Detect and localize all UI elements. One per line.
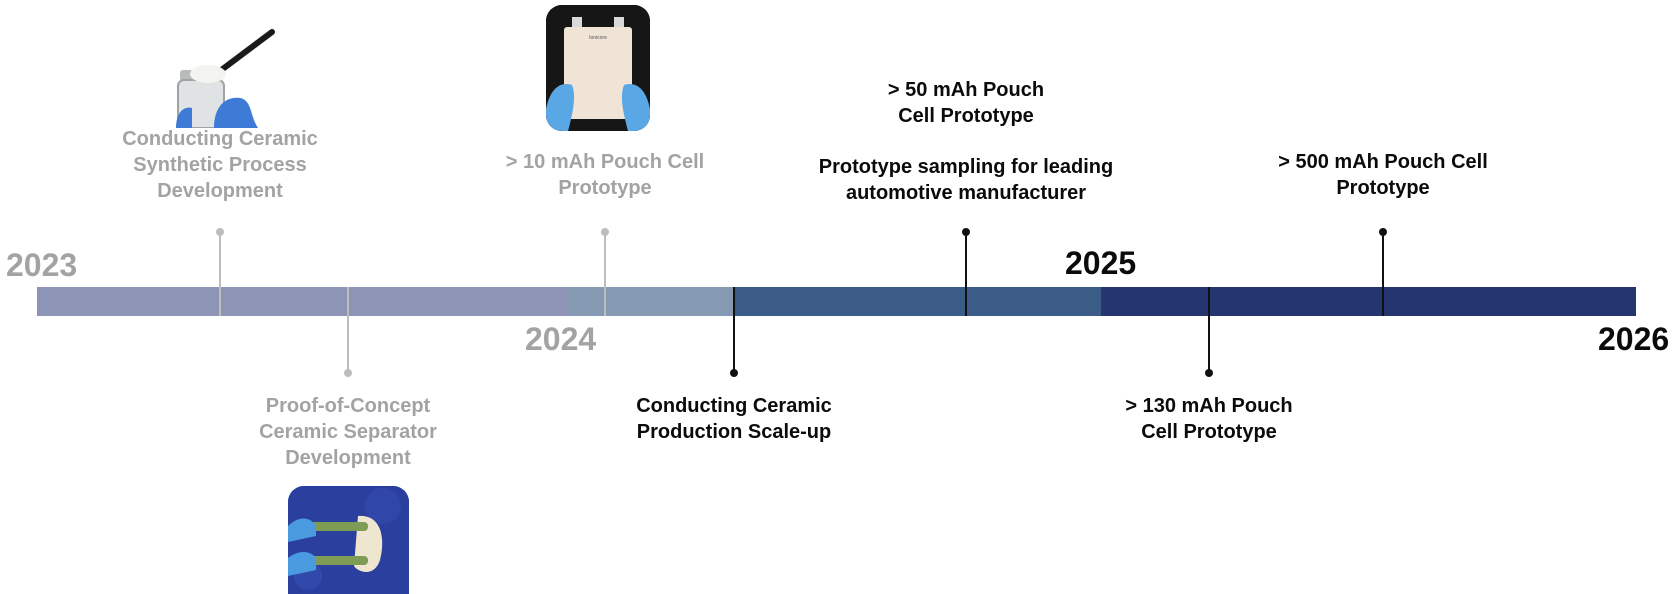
year-label-2025: 2025 (1065, 245, 1137, 281)
timeline-segment-2023 (37, 287, 570, 316)
timeline-segment-2024-early (570, 287, 734, 316)
timeline-segment-2025 (1101, 287, 1636, 316)
ceramic-separator-photo (288, 486, 409, 594)
year-label-2023: 2023 (6, 247, 78, 283)
milestone-stem-separator-poc (347, 287, 349, 373)
milestone-label-scale-up: Conducting Ceramic Production Scale-up (636, 395, 832, 443)
milestone-label-sampling: Prototype sampling for leading automotiv… (818, 156, 1114, 204)
year-label-2026: 2026 (1598, 321, 1670, 357)
milestone-label-pouch-10: > 10 mAh Pouch Cell Prototype (505, 151, 705, 199)
milestone-dot-ceramic-process (216, 228, 224, 236)
milestone-dot-separator-poc (344, 369, 352, 377)
pouch-cell-brand-text: Ionicore (589, 35, 607, 41)
milestone-label-pouch-50: > 50 mAh Pouch Cell Prototype (887, 79, 1045, 127)
milestone-stem-scale-up (733, 287, 735, 373)
milestone-stem-pouch-130 (1208, 287, 1210, 373)
milestone-label-pouch-500: > 500 mAh Pouch Cell Prototype (1278, 151, 1488, 199)
milestone-label-pouch-130: > 130 mAh Pouch Cell Prototype (1125, 395, 1293, 443)
year-label-2024: 2024 (525, 321, 597, 357)
milestone-dot-scale-up (730, 369, 738, 377)
ceramic-powder-jar-photo (170, 28, 275, 128)
pouch-cell-photo: Ionicore (546, 5, 650, 131)
milestone-dot-pouch-130 (1205, 369, 1213, 377)
milestone-dot-pouch-50 (962, 228, 970, 236)
milestone-dot-pouch-10 (601, 228, 609, 236)
milestone-label-ceramic-process: Conducting Ceramic Synthetic Process Dev… (122, 128, 318, 202)
timeline-segment-2024-late (734, 287, 1101, 316)
milestone-stem-pouch-10 (604, 232, 606, 316)
milestone-dot-pouch-500 (1379, 228, 1387, 236)
milestone-stem-pouch-500 (1382, 232, 1384, 316)
milestone-label-separator-poc: Proof-of-Concept Ceramic Separator Devel… (259, 395, 437, 469)
milestone-stem-ceramic-process (219, 232, 221, 316)
milestone-stem-pouch-50 (965, 232, 967, 316)
